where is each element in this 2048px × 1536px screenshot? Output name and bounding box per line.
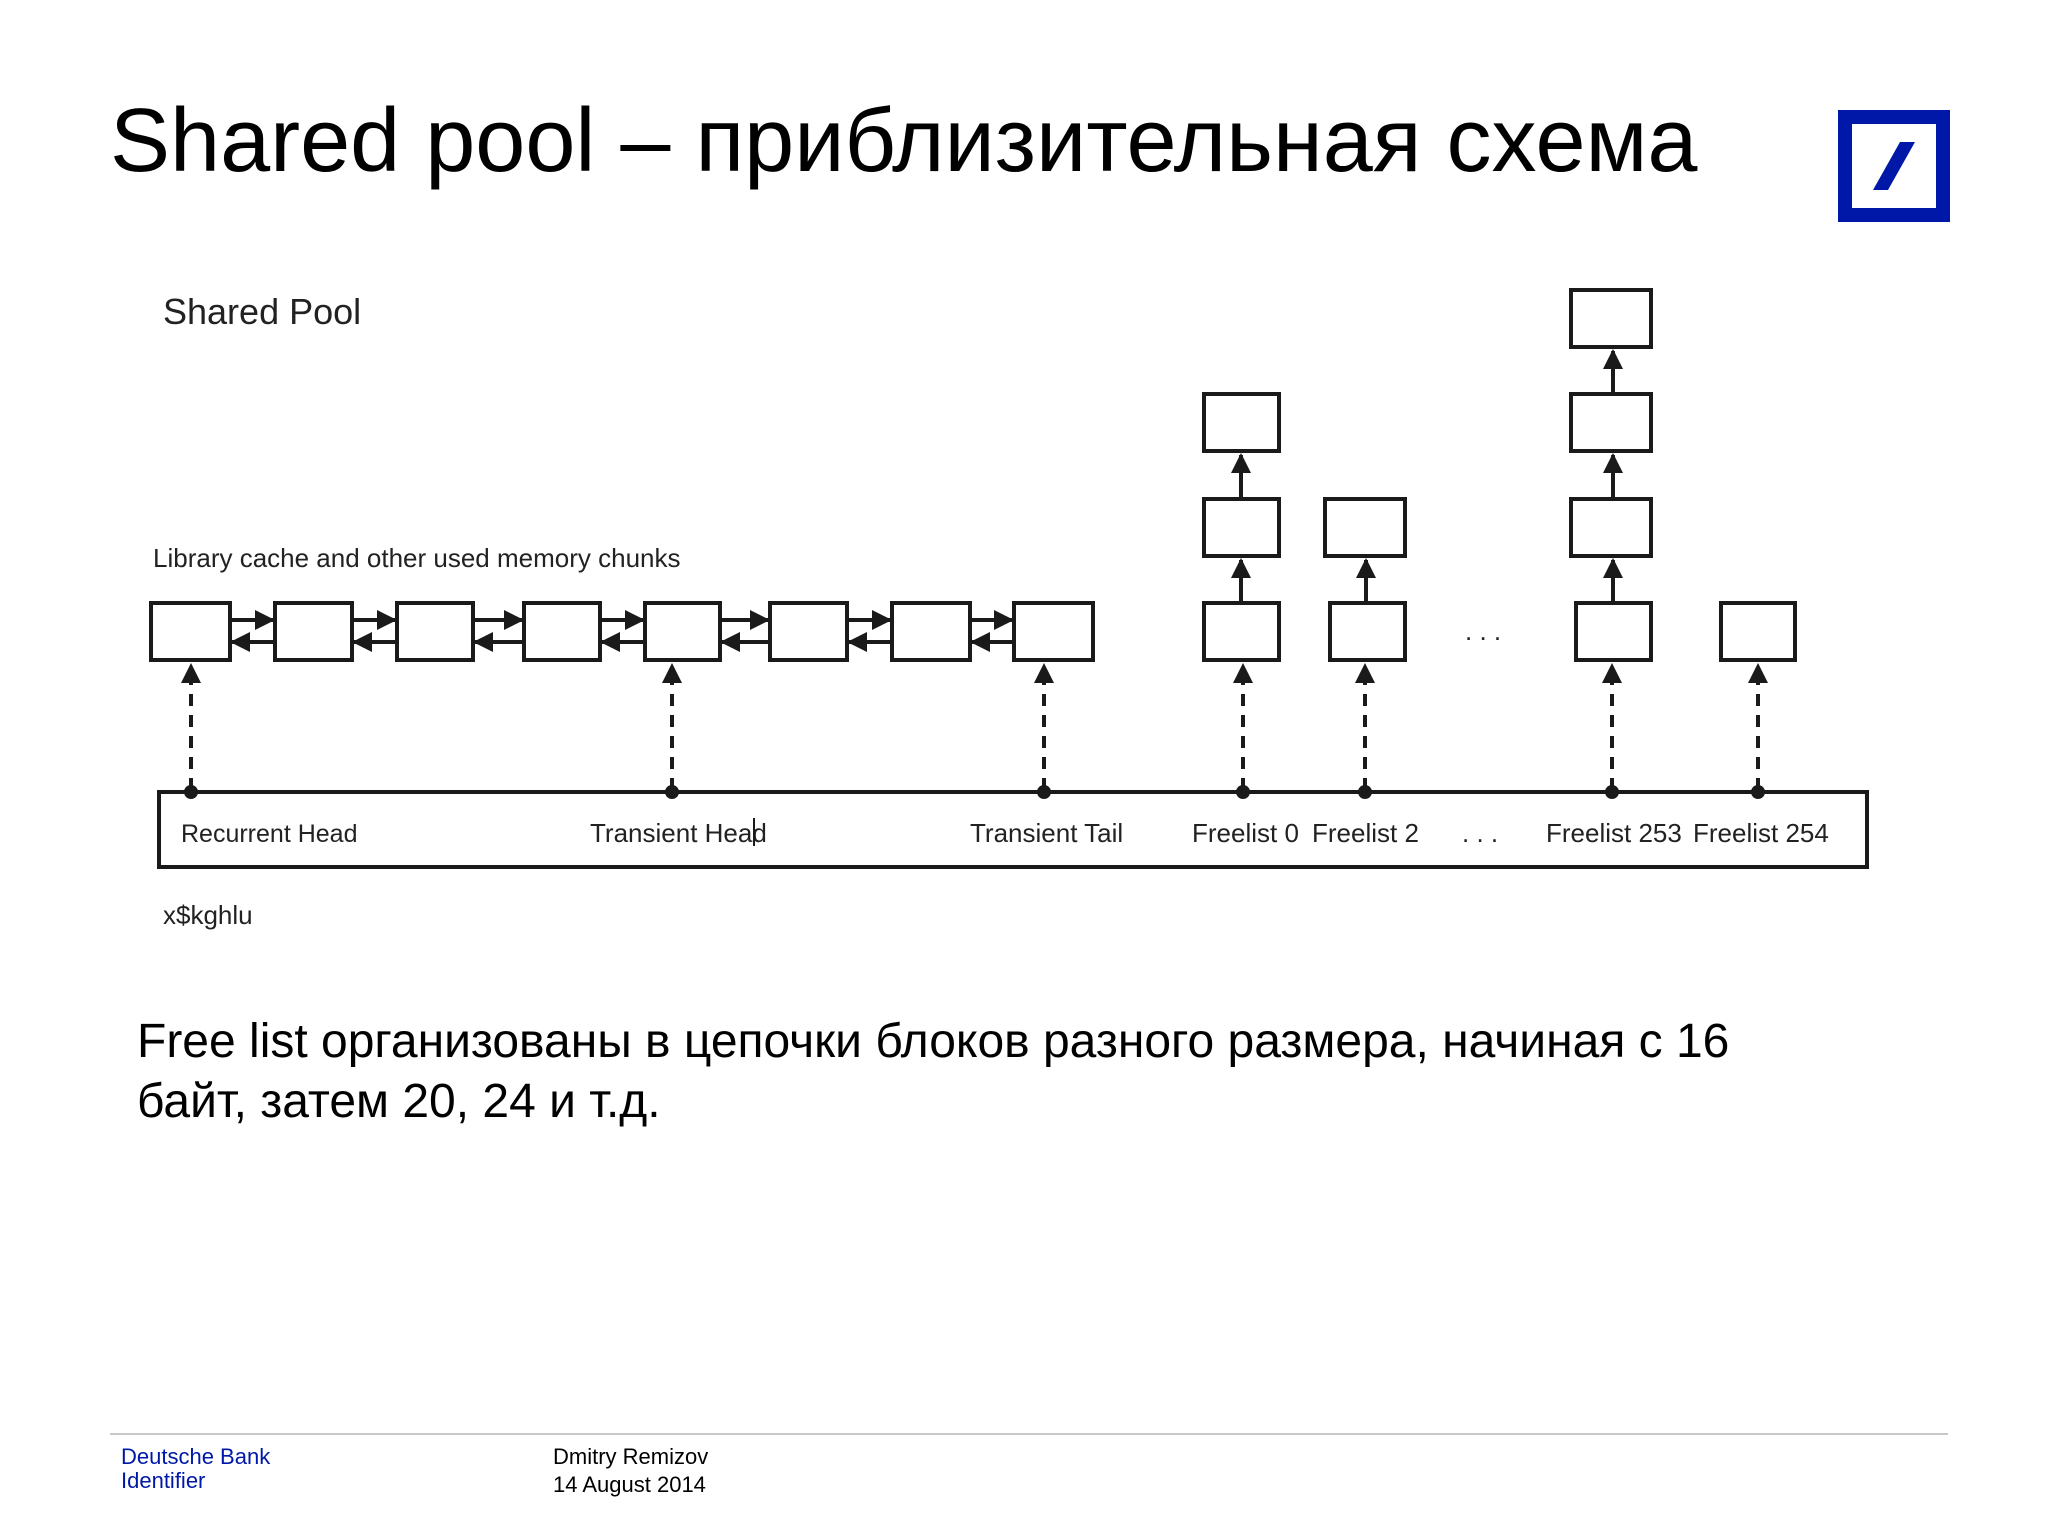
freelist-ellipsis-bar: . . . — [1462, 818, 1498, 848]
chunks-label: Library cache and other used memory chun… — [153, 543, 681, 573]
pointer-label: Freelist 253 — [1546, 818, 1682, 848]
memory-chunk — [149, 601, 232, 662]
slide-title: Shared pool – приблизительная схема — [110, 91, 1698, 191]
pointer-label: Transient Head — [590, 818, 767, 848]
deutsche-bank-logo — [1838, 110, 1950, 222]
pointer-arrows — [181, 663, 1768, 790]
memory-chunk — [768, 601, 849, 662]
shared-pool-diagram: Shared Pool Library cache and other used… — [149, 288, 1869, 930]
memory-chunk — [522, 601, 602, 662]
freelist-254-chain — [1719, 601, 1797, 662]
structure-label: x$kghlu — [163, 900, 253, 930]
freelist-0-chain — [1202, 392, 1281, 662]
memory-chunk — [890, 601, 972, 662]
pointer-label: Transient Tail — [970, 818, 1123, 848]
freelist-ellipsis-top: . . . — [1465, 616, 1501, 646]
free-chunk — [1202, 601, 1281, 662]
free-chunk — [1569, 392, 1653, 453]
pointer-label: Recurrent Head — [181, 820, 357, 848]
footer-brand: Deutsche Bank Identifier — [121, 1445, 270, 1493]
memory-chunk — [643, 601, 722, 662]
free-chunk — [1719, 601, 1797, 662]
memory-chunk — [1012, 601, 1095, 662]
free-chunk — [1569, 288, 1653, 349]
free-chunk — [1323, 497, 1407, 558]
freelist-253-chain — [1569, 288, 1653, 662]
free-chunk — [1328, 601, 1407, 662]
pointer-labels: Recurrent Head Transient Head Transient … — [181, 818, 1829, 848]
pointer-label: Freelist 2 — [1312, 818, 1419, 848]
diagram-heading: Shared Pool — [163, 291, 361, 332]
body-text: Free list организованы в цепочки блоков … — [137, 1012, 1937, 1132]
memory-chunk — [395, 601, 475, 662]
footer-author-block: Dmitry Remizov 14 August 2014 — [553, 1443, 708, 1499]
body-line: байт, затем 20, 24 и т.д. — [137, 1075, 661, 1128]
free-chunk — [1202, 497, 1281, 558]
footer-date: 14 August 2014 — [553, 1472, 706, 1497]
free-chunk — [1574, 601, 1653, 662]
footer-identifier: Identifier — [121, 1468, 206, 1493]
body-line: Free list организованы в цепочки блоков … — [137, 1015, 1730, 1068]
chunk-links — [230, 610, 1014, 652]
footer-author: Dmitry Remizov — [553, 1444, 709, 1469]
free-chunk — [1202, 392, 1281, 453]
freelist-2-chain — [1323, 497, 1407, 662]
used-chunk-list — [149, 601, 1095, 662]
pointer-label: Freelist 254 — [1693, 818, 1829, 848]
kghlu-structure — [157, 790, 1869, 869]
footer-divider — [110, 1433, 1948, 1435]
pointer-label: Freelist 0 — [1192, 818, 1299, 848]
free-chunk — [1569, 497, 1653, 558]
footer-brand-name: Deutsche Bank — [121, 1444, 271, 1469]
memory-chunk — [273, 601, 354, 662]
